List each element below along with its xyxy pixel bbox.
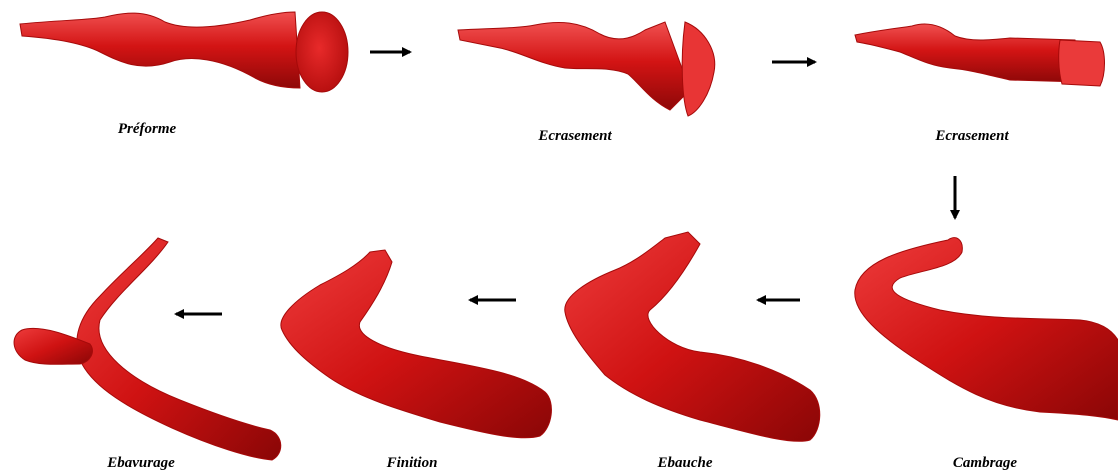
finition-part: [281, 250, 552, 438]
stage-label-finition: Finition: [387, 455, 438, 472]
ecrasement-part-2: [855, 24, 1105, 86]
stage-label-ebavurage: Ebavurage: [107, 455, 175, 472]
stage-label-ecrasement-1: Ecrasement: [538, 128, 611, 145]
stage-label-preforme: Préforme: [118, 121, 176, 138]
ecrasement-part-1: [458, 22, 715, 116]
stage-label-ecrasement-2: Ecrasement: [935, 128, 1008, 145]
ebauche-part: [565, 232, 820, 441]
stage-label-cambrage: Cambrage: [953, 455, 1017, 472]
cambrage-part: [855, 238, 1118, 420]
preforme-part: [20, 12, 348, 92]
ebavurage-part: [14, 238, 281, 460]
stage-label-ebauche: Ebauche: [657, 455, 712, 472]
